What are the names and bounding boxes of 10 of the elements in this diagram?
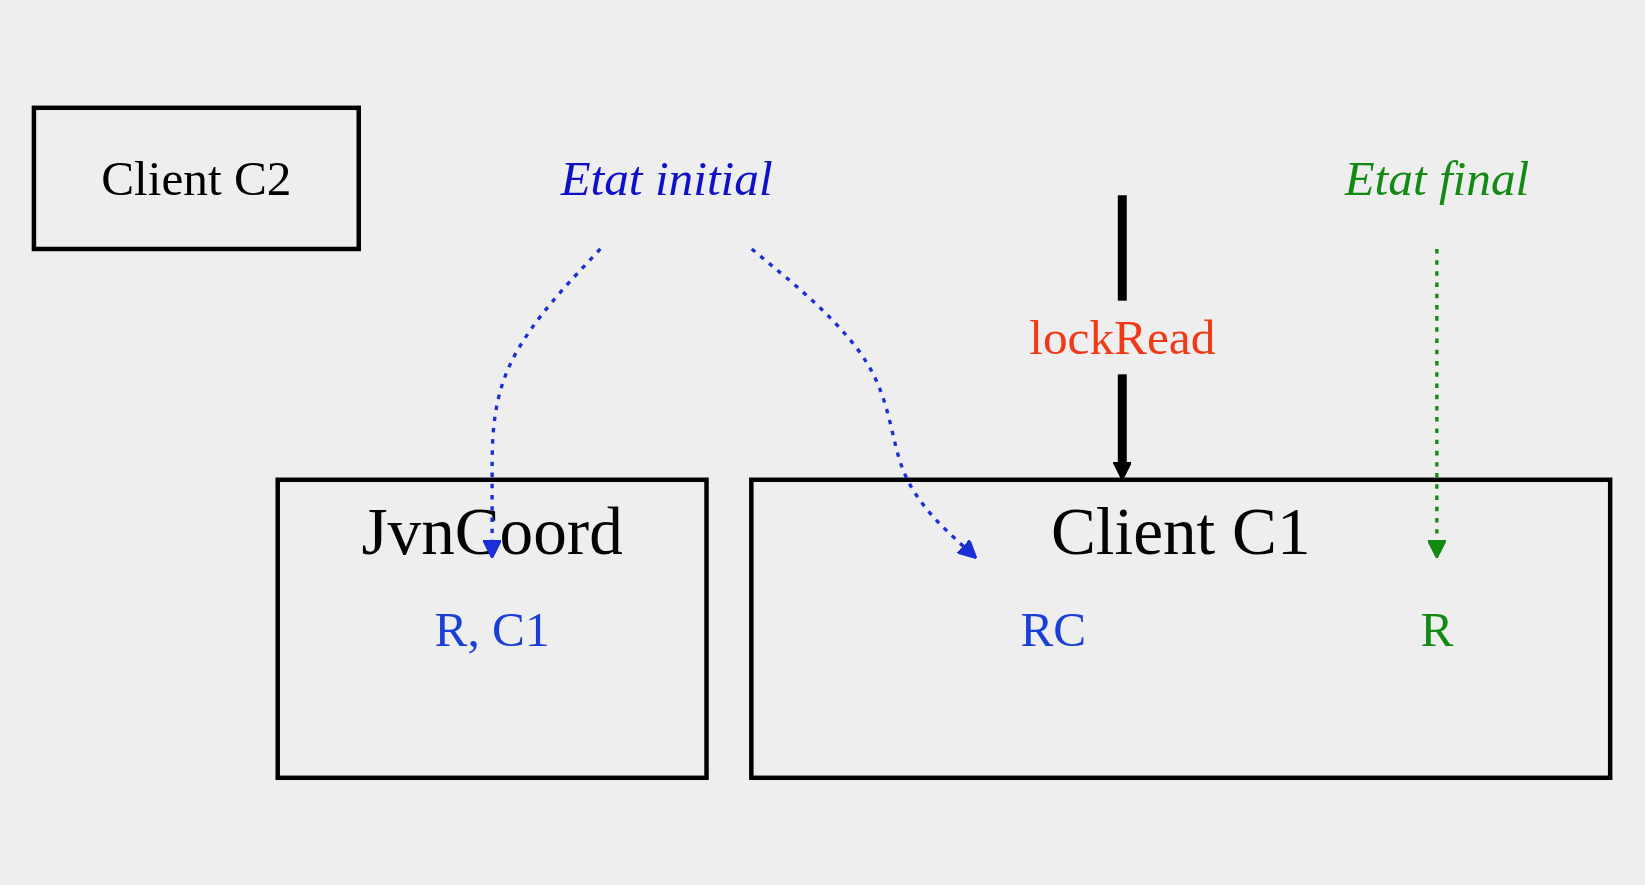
node-text: Etat initial — [560, 150, 774, 207]
node-text: R, C1 — [435, 600, 551, 657]
node-text: R — [1420, 600, 1454, 657]
arrow — [1427, 248, 1448, 559]
node-box: Client C2 — [32, 105, 362, 251]
node-text: RC — [1020, 600, 1087, 657]
arrow — [482, 247, 603, 559]
node-text: Etat final — [1344, 150, 1530, 207]
arrow — [751, 247, 978, 559]
edge-label: lockRead — [1029, 309, 1216, 366]
